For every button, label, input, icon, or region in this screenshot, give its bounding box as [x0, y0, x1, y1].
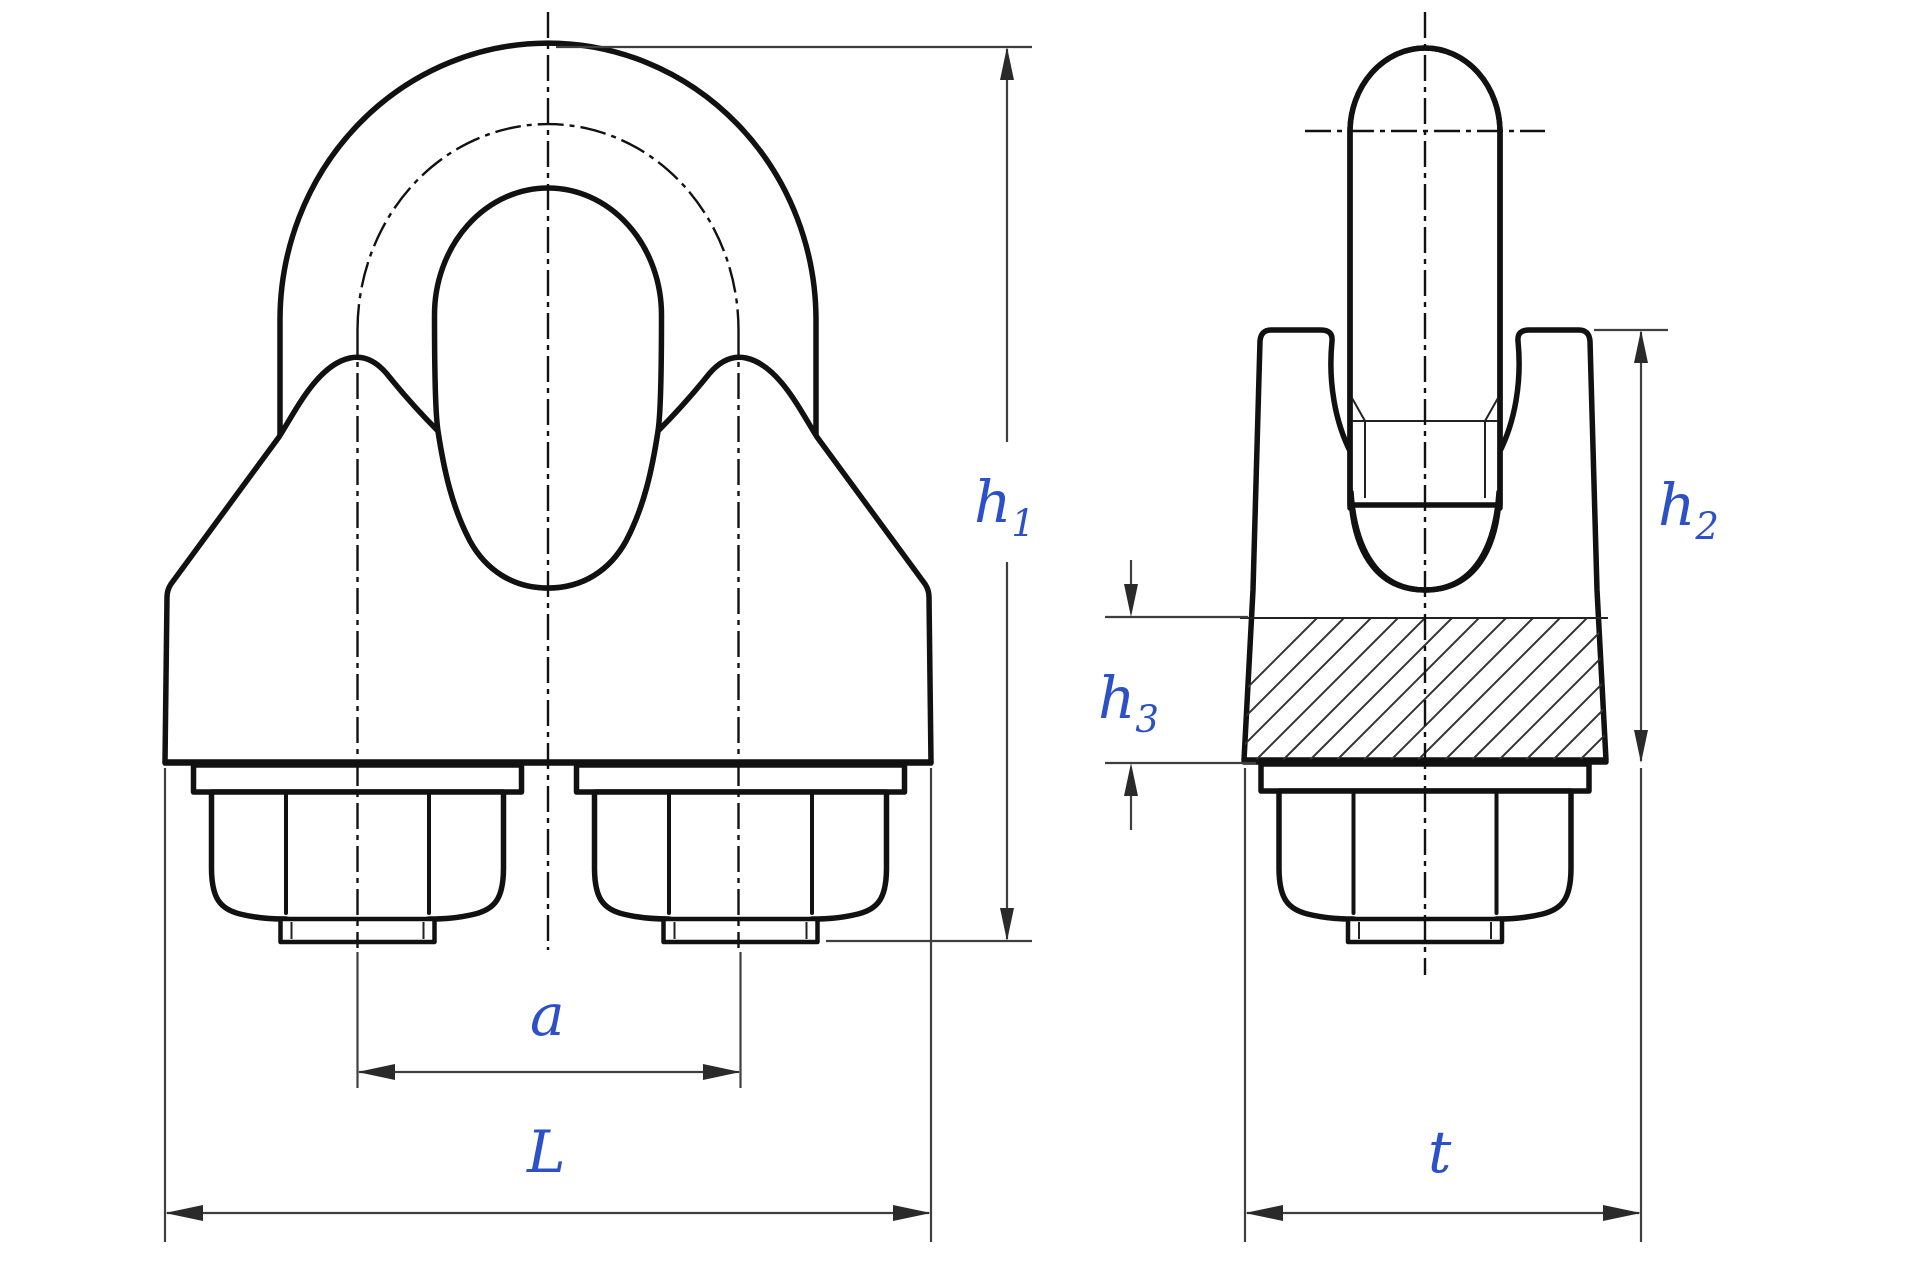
fastener-right	[573, 762, 908, 945]
bolt-end-side-threads	[1358, 922, 1492, 939]
label-h1: h1	[974, 468, 1035, 545]
dimension-h3: h3	[1098, 560, 1256, 830]
h3-arrow-top	[1124, 584, 1138, 617]
side-view	[1240, 12, 1609, 975]
label-L: L	[526, 1118, 566, 1186]
bolt-end-right-threads	[673, 922, 808, 939]
a-arrow-left	[357, 1064, 395, 1080]
t-arrow-right	[1603, 1205, 1641, 1221]
washer-right	[573, 762, 908, 795]
label-t: t	[1428, 1118, 1452, 1186]
u-bolt-outer-arch	[277, 40, 819, 458]
hex-nut-right-facets	[667, 790, 814, 915]
hex-nut-side-facets	[1351, 789, 1499, 915]
h1-arrow-top	[1000, 47, 1014, 80]
t-arrow-left	[1245, 1205, 1283, 1221]
L-arrow-left	[165, 1205, 203, 1221]
hex-nut-right	[591, 789, 890, 929]
label-h2: h2	[1658, 471, 1719, 548]
L-arrow-right	[893, 1205, 931, 1221]
h1-arrow-bottom	[1000, 908, 1014, 941]
centerlines-side	[1305, 12, 1545, 975]
dimension-a: a	[356, 952, 742, 1088]
front-view	[162, 12, 934, 950]
hex-nut-left-facets	[284, 790, 431, 915]
dimension-t: t	[1243, 768, 1643, 1242]
bolt-end-left-threads	[290, 922, 425, 939]
h2-arrow-bottom	[1634, 730, 1648, 763]
centerlines-front	[356, 12, 740, 950]
label-h3: h3	[1098, 664, 1159, 741]
dimension-h2: h2	[1594, 328, 1719, 763]
h2-arrow-top	[1634, 330, 1648, 363]
a-arrow-right	[703, 1064, 741, 1080]
dimension-h1: h1	[556, 45, 1035, 943]
label-a: a	[530, 981, 565, 1049]
centerline-ubolt-arc	[356, 122, 740, 331]
dimension-L: L	[163, 768, 933, 1242]
bolt-end-right	[661, 916, 820, 945]
h3-arrow-bottom	[1124, 763, 1138, 796]
